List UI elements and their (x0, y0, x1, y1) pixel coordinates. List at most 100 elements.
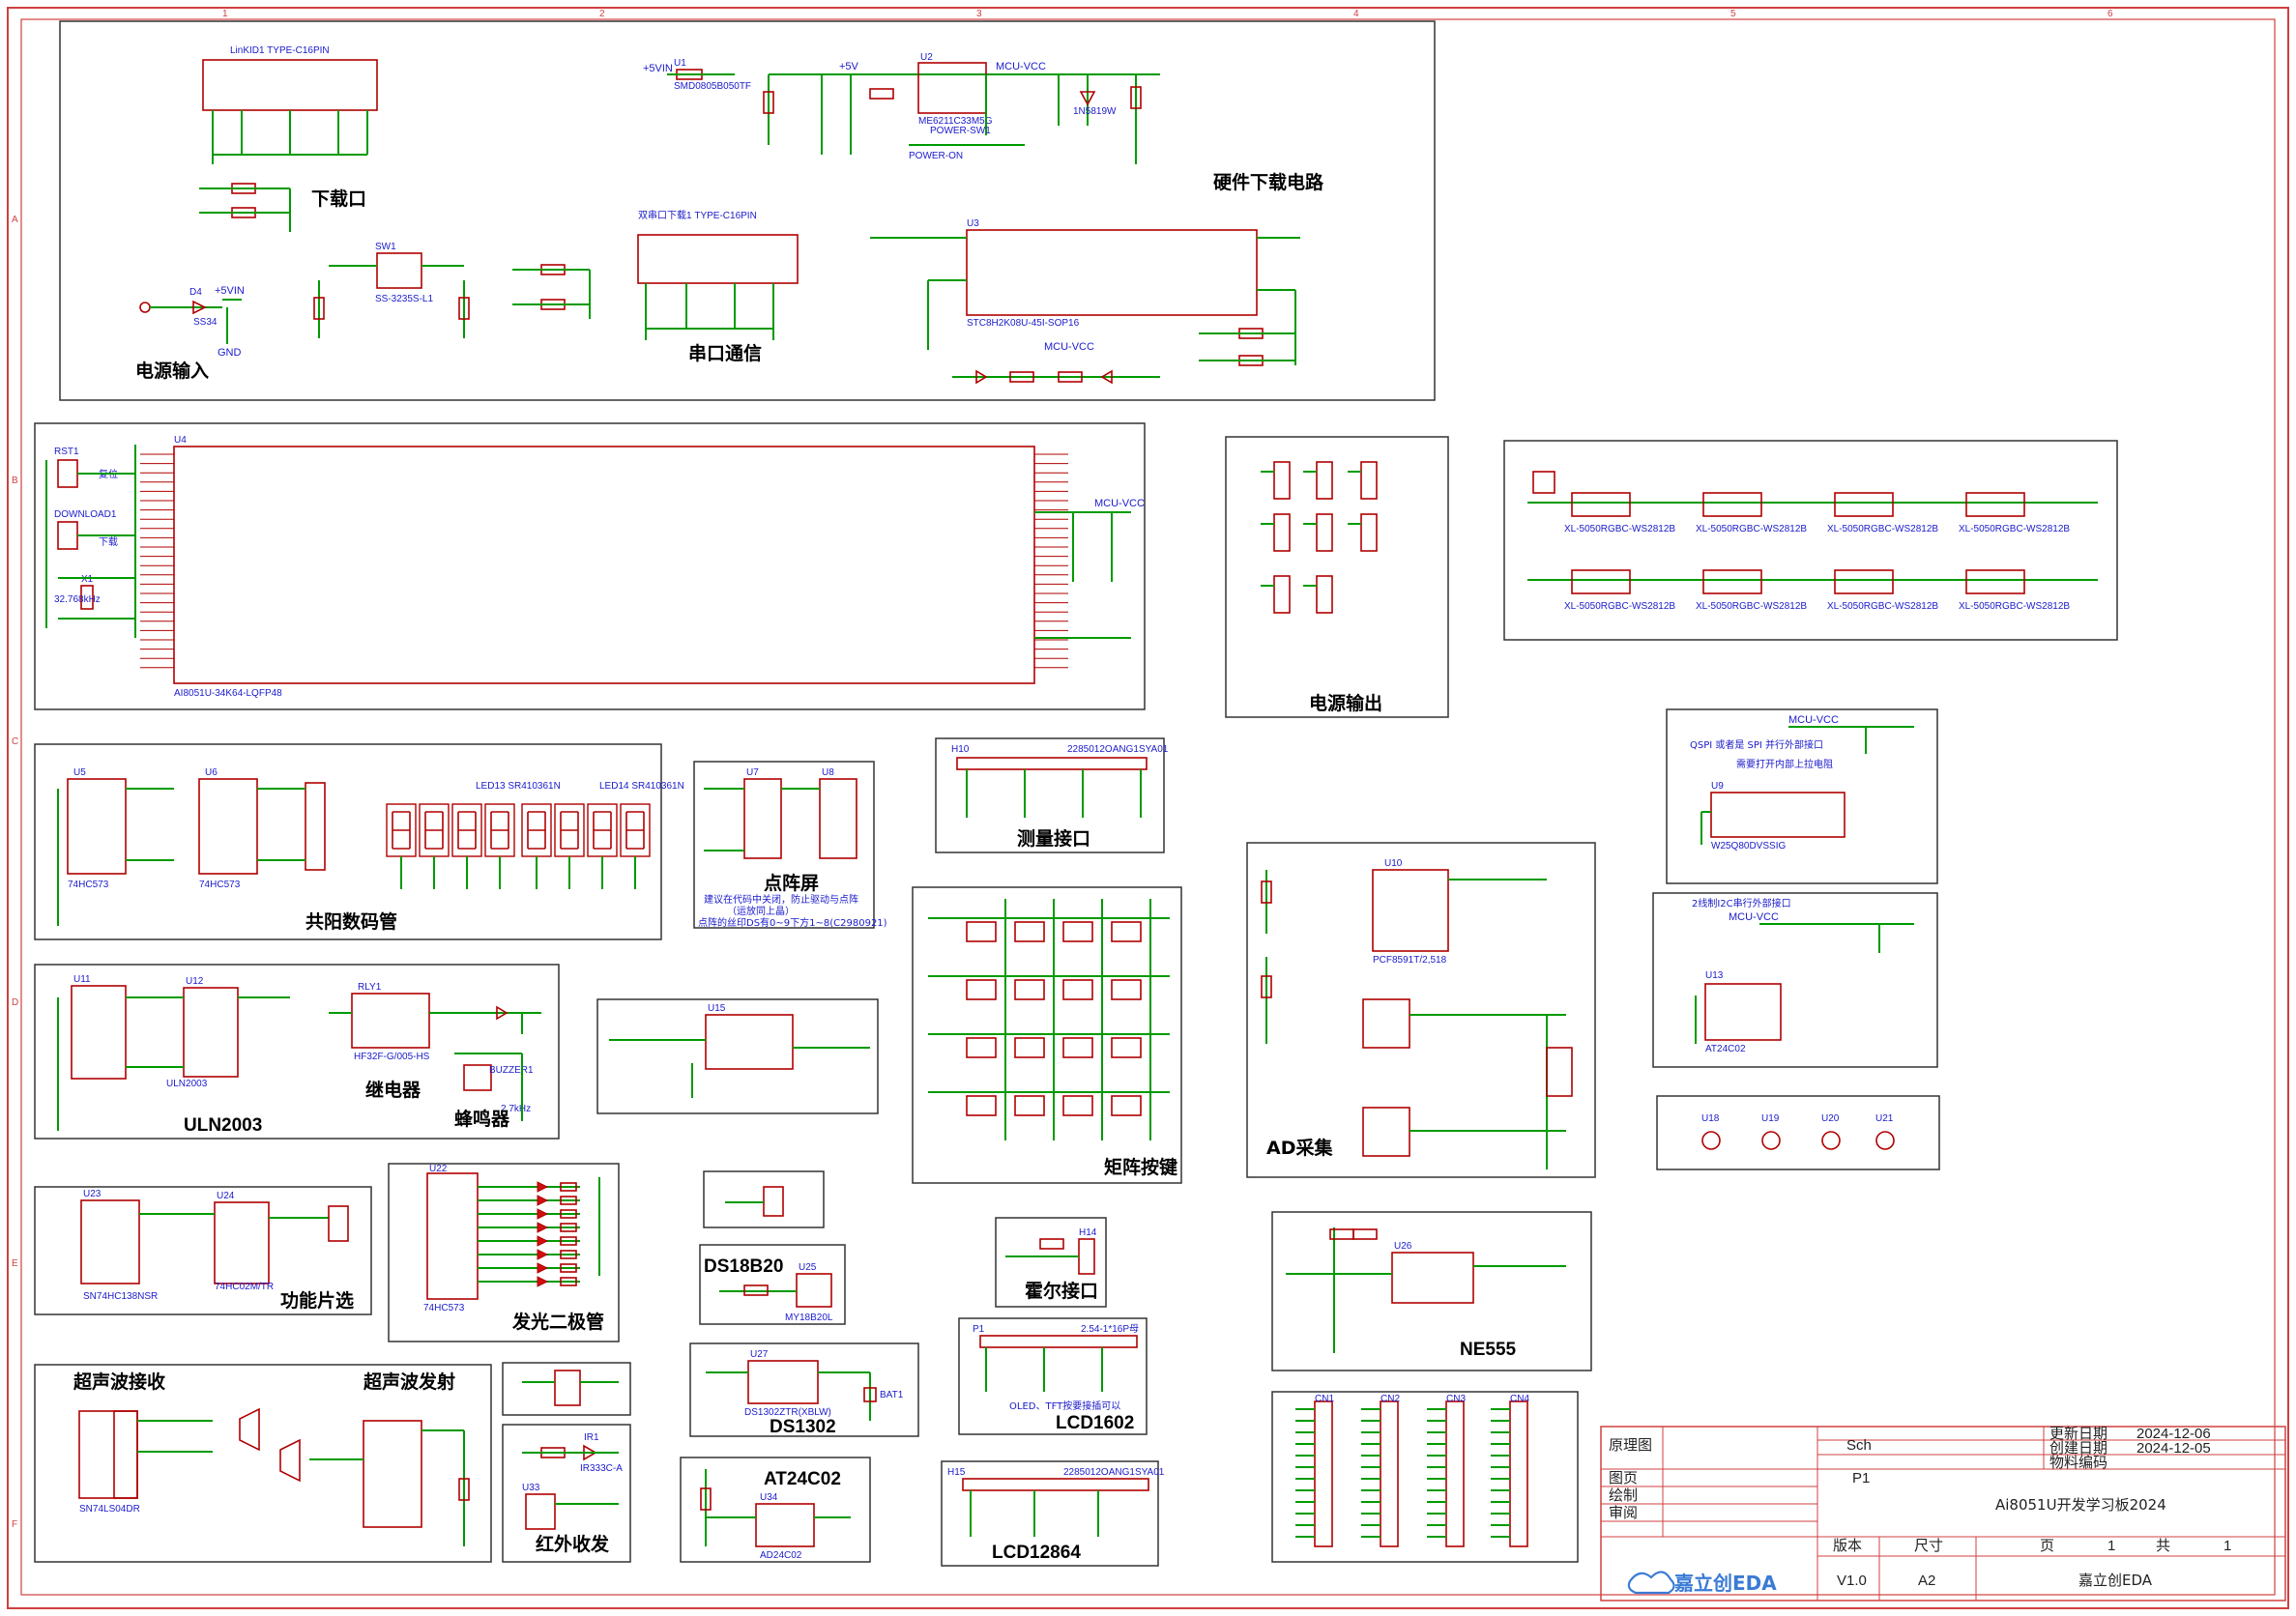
led-bar-resistor (560, 1223, 577, 1232)
tb-project-value: Ai8051U开发学习板2024 (1995, 1496, 2166, 1514)
led-bar-diode (537, 1181, 549, 1193)
reset-download-buttons: RST1 DOWNLOAD1 复位 下载 (45, 447, 135, 628)
header-h (1273, 461, 1291, 500)
u22-ref: U22 (429, 1164, 448, 1174)
u1-name: SMD0805B050TF (674, 81, 751, 92)
power-on-label: POWER-ON (909, 151, 963, 161)
rgb-led (1834, 492, 1894, 517)
u6-name: 74HC573 (199, 880, 241, 890)
rgb-led (1571, 569, 1631, 594)
u4-chip: U4 AI8051U-34K64-LQFP48 (173, 435, 1035, 699)
hw-download-circuit: +5VIN U1 SMD0805B050TF U2 ME6211C33M5G 1… (643, 52, 1160, 164)
grid-row-labels: A B C D E F (12, 215, 18, 1530)
grid-column-labels: 1 2 3 4 5 6 (222, 9, 2113, 19)
key-switch (1111, 979, 1142, 1000)
u33-ref: U33 (522, 1483, 540, 1493)
rst-ref: RST1 (54, 447, 79, 457)
u5-name: 74HC573 (68, 880, 109, 890)
u26-ref: U26 (1394, 1241, 1412, 1252)
x1-ref: X1 (81, 574, 94, 585)
relay-circuit: RLY1 HF32F-G/005-HS (329, 982, 541, 1062)
jlc-logo: 嘉立创EDA (1627, 1571, 1777, 1595)
grid-col-4: 4 (1353, 9, 1359, 19)
block-frame-func (34, 1186, 372, 1315)
net-5v-top: +5V (839, 61, 859, 72)
dot-note-3: 点阵的丝印DS有0~9下方1~8(C2980921) (698, 916, 887, 929)
spi-note-2: 需要打开内部上拉电阻 (1736, 758, 1833, 770)
h10-name: 2285012OANG1SYA01 (1067, 744, 1169, 755)
u25-name: MY18B20L (785, 1313, 833, 1323)
block-frame-hall (995, 1217, 1107, 1308)
power-input-circuit: D4 SS34 +5VIN GND (139, 285, 245, 359)
header-h (1360, 513, 1378, 552)
tb-version-label: 版本 (1833, 1537, 1862, 1554)
d4-name: SS34 (193, 317, 218, 328)
block-frame-top (59, 20, 1436, 401)
spi-note-1: QSPI 或者是 SPI 并行外部接口 (1690, 738, 1823, 751)
grid-row-d: D (12, 997, 18, 1008)
block-title-hall: 霍尔接口 (1025, 1280, 1098, 1302)
cn-header (1314, 1400, 1333, 1547)
block-title-ne555: NE555 (1460, 1340, 1517, 1360)
seg-segments (490, 811, 509, 850)
block-title-measure: 测量接口 (1017, 828, 1090, 850)
u22-name: 74HC573 (423, 1303, 465, 1313)
block-title-uln: ULN2003 (184, 1115, 262, 1136)
uln-name: ULN2003 (166, 1079, 208, 1089)
u8-ref: U8 (822, 767, 834, 778)
linkid-label: LinKID1 TYPE-C16PIN (230, 45, 330, 56)
block-title-keys: 矩阵按键 (1104, 1156, 1177, 1178)
u2-ref: U2 (920, 52, 933, 63)
key-switch (1014, 1095, 1045, 1116)
d1-name: 1N5819W (1073, 106, 1117, 117)
sw1-switch: SW1 SS-3235S-L1 (313, 242, 470, 338)
block-frame-h13 (703, 1170, 825, 1228)
u3-name: STC8H2K08U-45I-SOP16 (967, 318, 1080, 329)
u19-ref: U19 (1761, 1113, 1780, 1124)
u23-name: SN74HC138NSR (83, 1291, 158, 1302)
key-switch (1014, 979, 1045, 1000)
rly1-ref: RLY1 (358, 982, 382, 993)
cn-ref: CN4 (1510, 1394, 1529, 1404)
oled-note: OLED、TFT按要接插可以 (1009, 1400, 1120, 1412)
block-frame-rgb (1503, 440, 2118, 641)
header-h (1316, 575, 1333, 614)
u34-name: AD24C02 (760, 1550, 802, 1561)
led-bar: U22 74HC573 (423, 1164, 600, 1313)
u30-name: SN74LS04DR (79, 1504, 140, 1515)
u25-ref: U25 (799, 1262, 817, 1273)
serial-conn-label: 双串口下载1 TYPE-C16PIN (638, 210, 757, 221)
rgb-led (1965, 569, 2025, 594)
tb-create-value: 2024-12-05 (2136, 1440, 2211, 1457)
uln-chips: U11 U12 ULN2003 (57, 974, 290, 1131)
u7-ref: U7 (746, 767, 759, 778)
tb-pg-label: 页 (2040, 1537, 2054, 1554)
tb-total-label: 共 (2156, 1537, 2170, 1554)
key-switch (1062, 921, 1093, 942)
ir-circuit: IR1 IR333C-A U33 (522, 1432, 623, 1530)
tb-size-label: 尺寸 (1914, 1537, 1943, 1554)
tb-create-label: 创建日期 (2049, 1439, 2107, 1457)
block-title-lcd12864: LCD12864 (992, 1543, 1081, 1563)
grid-col-2: 2 (599, 9, 605, 19)
crystal-x1: X1 32.768kHz (54, 445, 136, 638)
block-title-us-tx: 超声波发射 (363, 1371, 455, 1393)
net-mcu-vcc-u4: MCU-VCC (1094, 498, 1145, 509)
d4-ref: D4 (189, 287, 202, 298)
title-block: 原理图 Sch 图页 P1 绘制 审阅 更新日期 2024-12-06 创建日期… (1600, 1425, 2286, 1602)
x1-val: 32.768kHz (54, 594, 101, 605)
u4-ref: U4 (174, 435, 187, 446)
tb-company-value: 嘉立创EDA (2078, 1572, 2153, 1589)
rgb-led (1834, 569, 1894, 594)
net-gnd-pwr: GND (218, 347, 242, 359)
sheet-border (7, 7, 2289, 1609)
key-matrix (928, 899, 1170, 1140)
buzzer-freq: 2.7kHz (501, 1104, 531, 1114)
led-bar-diode (537, 1276, 549, 1287)
ir1-ref: IR1 (584, 1432, 599, 1443)
seg-segments (392, 811, 411, 850)
grid-row-c: C (12, 736, 18, 747)
grid-row-a: A (12, 215, 18, 225)
tb-size-value: A2 (1918, 1573, 1935, 1589)
